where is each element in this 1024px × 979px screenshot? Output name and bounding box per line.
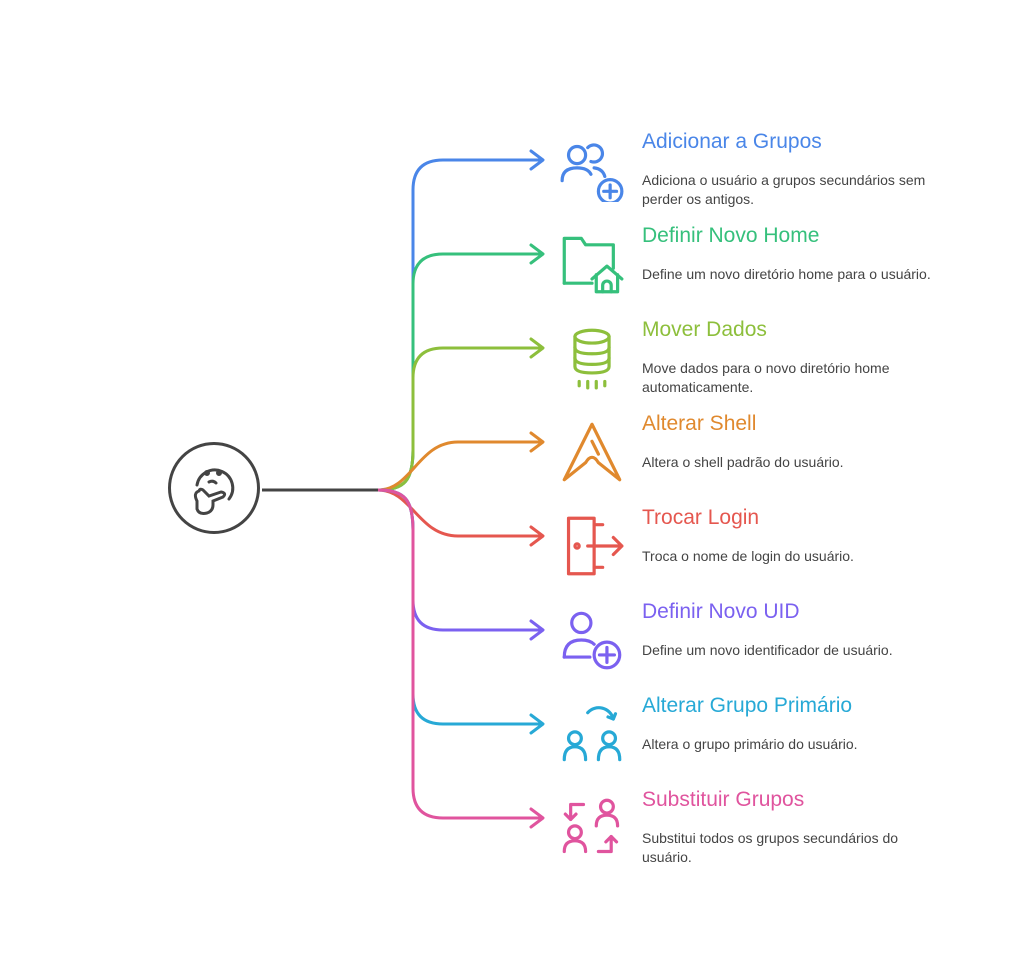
item-description: Altera o grupo primário do usuário. (642, 736, 858, 752)
user-add-icon (562, 611, 622, 670)
item-description: Move dados para o novo diretório home au… (642, 360, 890, 395)
login-door-icon (566, 516, 624, 576)
center-node (168, 442, 260, 534)
database-icon (573, 328, 611, 390)
item-description: Define um novo diretório home para o usu… (642, 266, 931, 282)
branch-line (377, 488, 543, 632)
item-description: Substitui todos os grupos secundários do… (642, 830, 899, 865)
users-add-icon (560, 143, 624, 202)
item-description: Altera o shell padrão do usuário. (642, 454, 844, 470)
arrow-head-icon (529, 337, 545, 359)
item-description: Adiciona o usuário a grupos secundários … (642, 172, 926, 207)
arrow-head-icon (529, 619, 545, 641)
arrow-head-icon (529, 713, 545, 735)
arrow-head-icon (529, 525, 545, 547)
branch-line (377, 252, 543, 492)
item-description: Troca o nome de login do usuário. (642, 548, 854, 564)
branch-line (377, 440, 543, 492)
shell-icon (562, 422, 622, 482)
item-description: Define um novo identificador de usuário. (642, 642, 893, 658)
item-title: Alterar Grupo Primário (642, 694, 853, 717)
arrow-head-icon (529, 431, 545, 453)
item-title: Definir Novo Home (642, 224, 820, 247)
thinking-face-icon (193, 468, 235, 515)
item-title: Definir Novo UID (642, 600, 800, 623)
item-title: Mover Dados (642, 318, 767, 341)
branch-line (377, 488, 543, 726)
folder-home-icon (562, 236, 624, 294)
users-swap-icon (562, 706, 622, 762)
item-title: Substituir Grupos (642, 788, 805, 811)
arrow-head-icon (529, 149, 545, 171)
arrow-head-icon (529, 807, 545, 829)
groups-replace-icon (562, 798, 620, 854)
branch-line (377, 346, 543, 492)
item-title: Alterar Shell (642, 412, 757, 435)
item-title: Trocar Login (642, 506, 760, 529)
arrow-head-icon (529, 243, 545, 265)
branch-line (377, 488, 543, 820)
item-title: Adicionar a Grupos (642, 130, 822, 153)
